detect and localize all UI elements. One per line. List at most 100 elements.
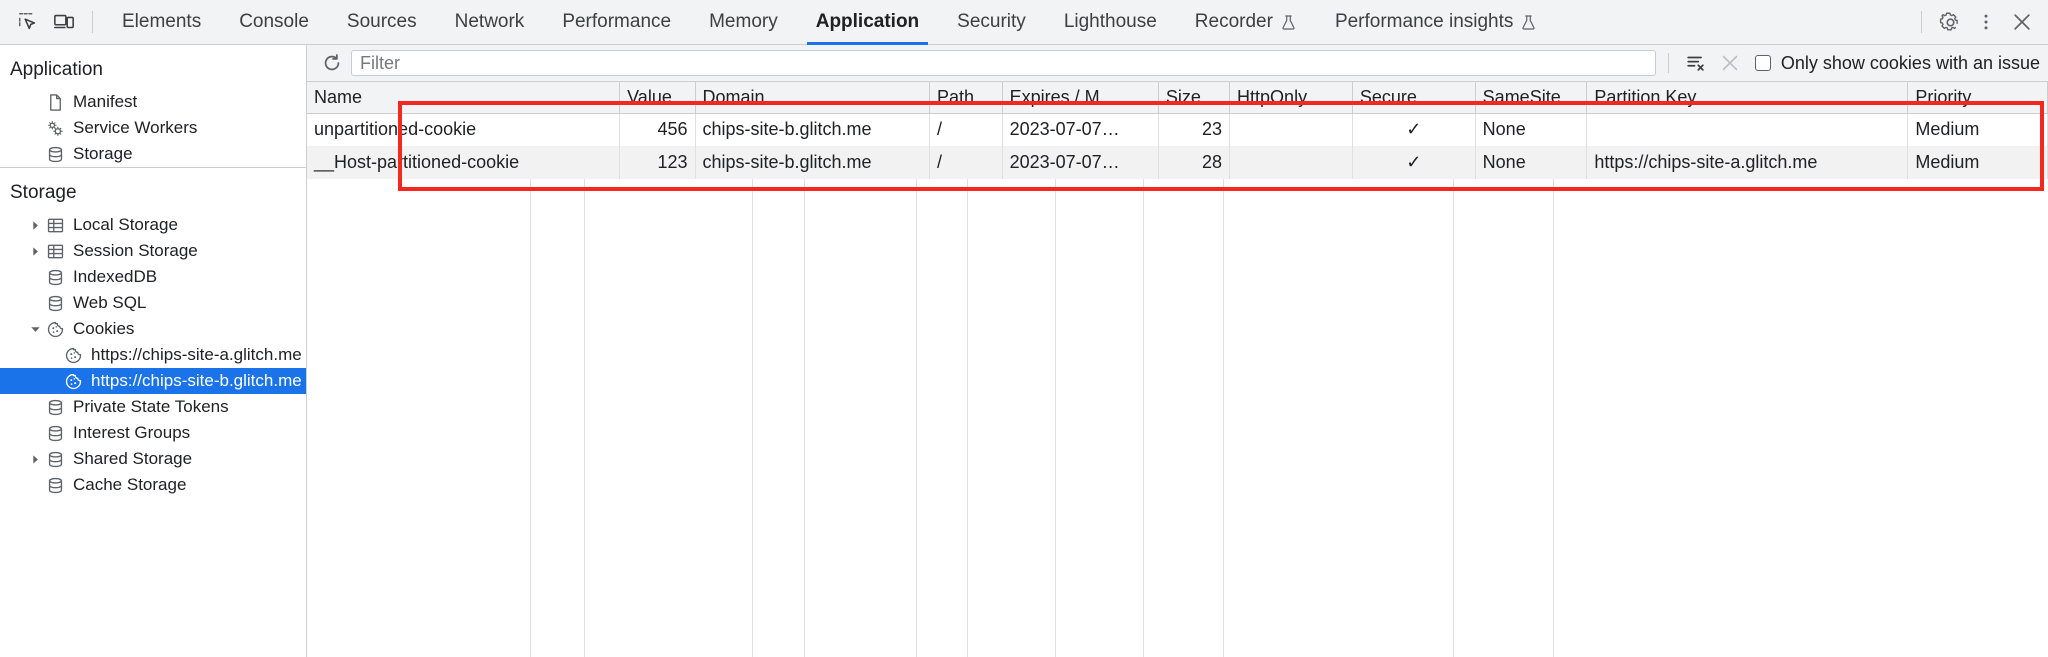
tab-recorder[interactable]: Recorder: [1176, 0, 1316, 45]
chevron-right-icon[interactable]: [26, 212, 44, 238]
cell-httponly[interactable]: [1229, 146, 1353, 179]
cell-path[interactable]: /: [929, 146, 1003, 179]
experimental-flask-icon: [1520, 14, 1537, 31]
cell-size[interactable]: 23: [1158, 113, 1231, 146]
sidebar-section-title: Application: [10, 59, 103, 80]
sidebar-item-local-storage[interactable]: Local Storage: [0, 212, 306, 238]
cell-partitionkey[interactable]: https://chips-site-a.glitch.me: [1586, 146, 1909, 179]
cell-expires[interactable]: 2023-07-07…: [1002, 146, 1159, 179]
database-icon: [44, 292, 66, 314]
sidebar-item-label: Storage: [73, 144, 133, 163]
tab-application[interactable]: Application: [797, 0, 938, 45]
column-header-httponly[interactable]: HttpOnly: [1229, 82, 1353, 114]
database-icon: [44, 474, 66, 496]
cell-samesite[interactable]: None: [1475, 146, 1588, 179]
tab-memory[interactable]: Memory: [690, 0, 797, 45]
sidebar-item-cookies[interactable]: Cookies: [0, 316, 306, 342]
service-workers-gears-icon: [44, 117, 66, 139]
cell-domain[interactable]: chips-site-b.glitch.me: [695, 146, 930, 179]
column-header-value[interactable]: Value: [619, 82, 696, 114]
tab-console[interactable]: Console: [220, 0, 328, 45]
column-header-samesite[interactable]: SameSite: [1475, 82, 1588, 114]
tab-lighthouse[interactable]: Lighthouse: [1045, 0, 1176, 45]
inspect-element-icon[interactable]: [10, 5, 46, 39]
tab-elements[interactable]: Elements: [103, 0, 220, 45]
sidebar-item-shared-storage[interactable]: Shared Storage: [0, 446, 306, 472]
cell-partitionkey[interactable]: [1586, 113, 1909, 146]
more-vertical-icon[interactable]: [1968, 5, 2004, 39]
cell-httponly[interactable]: [1229, 113, 1353, 146]
column-header-domain[interactable]: Domain: [695, 82, 930, 114]
column-header-priority[interactable]: Priority: [1907, 82, 2048, 114]
sidebar-item-label: Cache Storage: [73, 475, 187, 494]
cell-domain[interactable]: chips-site-b.glitch.me: [695, 113, 930, 146]
table-empty-columns: [307, 179, 2048, 657]
cookie-icon: [44, 318, 66, 340]
cell-value[interactable]: 456: [619, 113, 696, 146]
refresh-icon[interactable]: [317, 49, 347, 77]
tab-performance-insights[interactable]: Performance insights: [1316, 0, 1556, 45]
clear-icon[interactable]: [1715, 49, 1745, 77]
column-header-partitionkey[interactable]: Partition Key: [1586, 82, 1909, 114]
cell-name[interactable]: __Host-partitioned-cookie: [307, 146, 621, 179]
sidebar-item-manifest[interactable]: Manifest: [0, 89, 306, 115]
cell-samesite[interactable]: None: [1475, 113, 1588, 146]
gear-icon[interactable]: [1932, 5, 1968, 39]
cell-value[interactable]: 123: [619, 146, 696, 179]
chevron-right-icon[interactable]: [26, 446, 44, 472]
toolbar-right-actions: [1911, 5, 2040, 39]
sidebar-item-https-chips-site-b-glitch-me[interactable]: https://chips-site-b.glitch.me: [0, 368, 306, 394]
empty-column-rule: [531, 179, 585, 657]
cell-expires[interactable]: 2023-07-07…: [1002, 113, 1159, 146]
checkbox-box[interactable]: [1754, 55, 1771, 71]
cell-secure[interactable]: ✓: [1352, 113, 1476, 146]
column-header-expires[interactable]: Expires / M…: [1002, 82, 1159, 114]
tab-network[interactable]: Network: [436, 0, 544, 45]
tab-label: Console: [239, 11, 309, 32]
sidebar-item-interest-groups[interactable]: Interest Groups: [0, 420, 306, 446]
column-header-name[interactable]: Name: [307, 82, 621, 114]
sidebar-item-service-workers[interactable]: Service Workers: [0, 115, 306, 141]
tab-performance[interactable]: Performance: [543, 0, 690, 45]
sidebar-item-https-chips-site-a-glitch-me[interactable]: https://chips-site-a.glitch.me: [0, 342, 306, 368]
sidebar-item-session-storage[interactable]: Session Storage: [0, 238, 306, 264]
sidebar-item-label: Private State Tokens: [73, 397, 229, 416]
tab-sources[interactable]: Sources: [328, 0, 436, 45]
cell-priority[interactable]: Medium: [1907, 113, 2048, 146]
database-icon: [44, 448, 66, 470]
device-toolbar-icon[interactable]: [46, 5, 82, 39]
sidebar-item-private-state-tokens[interactable]: Private State Tokens: [0, 394, 306, 420]
cell-priority[interactable]: Medium: [1907, 146, 2048, 179]
table-empty-filler: [307, 179, 2048, 657]
cell-name[interactable]: unpartitioned-cookie: [307, 113, 621, 146]
chevron-right-icon[interactable]: [26, 238, 44, 264]
search-input[interactable]: [351, 50, 1656, 76]
tab-security[interactable]: Security: [938, 0, 1045, 45]
sidebar-item-cache-storage[interactable]: Cache Storage: [0, 472, 306, 498]
close-icon[interactable]: [2004, 5, 2040, 39]
column-header-path[interactable]: Path: [929, 82, 1003, 114]
chevron-down-icon[interactable]: [26, 316, 44, 342]
cell-secure[interactable]: ✓: [1352, 146, 1476, 179]
database-icon: [44, 396, 66, 418]
cookie-icon: [62, 344, 84, 366]
sidebar-item-storage[interactable]: Storage: [0, 141, 306, 167]
cell-size[interactable]: 28: [1158, 146, 1231, 179]
sidebar-item-label: Cookies: [73, 319, 135, 338]
cell-path[interactable]: /: [929, 113, 1003, 146]
tab-label: Elements: [122, 11, 202, 32]
column-header-size[interactable]: Size: [1158, 82, 1231, 114]
sidebar-item-web-sql[interactable]: Web SQL: [0, 290, 306, 316]
sidebar-item-indexeddb[interactable]: IndexedDB: [0, 264, 306, 290]
table-icon: [44, 240, 66, 262]
only-show-issues-checkbox[interactable]: Only show cookies with an issue: [1749, 53, 2040, 74]
clear-all-cookies-icon[interactable]: [1681, 49, 1711, 77]
column-header-secure[interactable]: Secure: [1352, 82, 1476, 114]
empty-column-rule: [307, 179, 531, 657]
sidebar-item-label: Local Storage: [73, 215, 178, 234]
